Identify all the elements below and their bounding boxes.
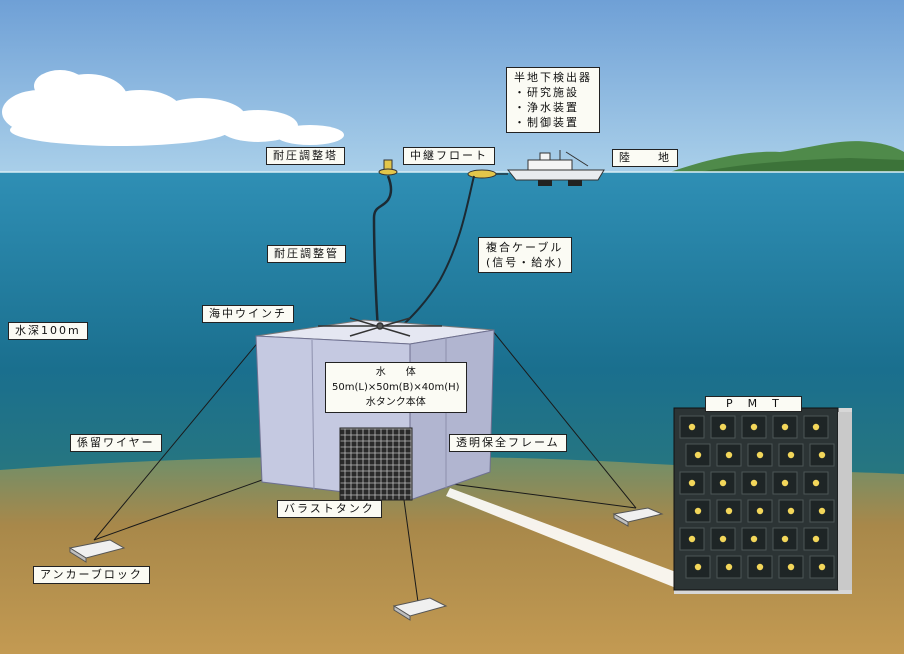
pmt-tube [725, 451, 733, 459]
pmt-tube [787, 507, 795, 515]
mooring-wire-label: 係留ワイヤー [70, 434, 162, 452]
ballast-tank-label: バラストタンク [277, 500, 382, 518]
pmt-tube [719, 423, 727, 431]
anchor-blocks [68, 507, 664, 621]
relay-float-label: 中継フロート [403, 147, 495, 165]
pmt-tube [750, 423, 758, 431]
pmt-tube [787, 451, 795, 459]
pmt-tube [694, 563, 702, 571]
control-pipe-label: 耐圧調整管 [267, 245, 346, 263]
pmt-tube [781, 479, 789, 487]
pmt-tube [787, 563, 795, 571]
shore-station-line-2: ・研究施設 [514, 86, 579, 99]
control-pipe [372, 175, 393, 331]
winch-label: 海中ウインチ [202, 305, 294, 323]
research-boat [506, 150, 605, 186]
mooring-wires [93, 329, 637, 603]
pmt-tube [750, 479, 758, 487]
pmt-tube [719, 535, 727, 543]
pmt-tube [688, 479, 696, 487]
winch [318, 317, 442, 337]
pmt-tube [812, 423, 820, 431]
pmt-tube [725, 563, 733, 571]
depth-label: 水深100m [8, 322, 88, 340]
pmt-tube [694, 507, 702, 515]
composite-cable-line-1: 複合ケーブル [486, 241, 564, 254]
pmt-tube [725, 507, 733, 515]
land-label: 陸 地 [612, 149, 678, 167]
pmt-tube [812, 479, 820, 487]
shore-station-line-4: ・制御装置 [514, 116, 579, 129]
control-tower-buoy [378, 159, 398, 176]
detector-spec-panel: 水 体 50m(L)×50m(B)×40m(H) 水タンク本体 [325, 362, 467, 413]
shore-station-line-3: ・浄水装置 [514, 101, 579, 114]
pmt-tube [694, 451, 702, 459]
pmt-label: P M T [705, 396, 802, 412]
pmt-tube [818, 451, 826, 459]
pmt-tube [688, 423, 696, 431]
pmt-tube [781, 423, 789, 431]
shore-station-line-1: 半地下検出器 [514, 71, 592, 84]
pmt-tube [812, 535, 820, 543]
clouds [2, 70, 344, 146]
pmt-array [679, 415, 835, 579]
pmt-tube [719, 479, 727, 487]
pmt-tube [756, 451, 764, 459]
detector-spec-line-2: 50m(L)×50m(B)×40m(H) [332, 382, 460, 393]
relay-float [467, 169, 497, 179]
pmt-tube [688, 535, 696, 543]
pmt-tube [781, 535, 789, 543]
detector-spec-line-1: 水 体 [375, 367, 416, 378]
composite-cable-line-2: (信号・給水) [486, 256, 564, 269]
pmt-pointer [446, 488, 676, 588]
composite-cable-label: 複合ケーブル (信号・給水) [478, 237, 572, 273]
shore-station-label: 半地下検出器 ・研究施設 ・浄水装置 ・制御装置 [506, 67, 600, 133]
pmt-tube [756, 507, 764, 515]
pmt-tube [750, 535, 758, 543]
pmt-tube [818, 563, 826, 571]
frame-label: 透明保全フレーム [449, 434, 567, 452]
detector-spec-line-3: 水タンク本体 [365, 397, 426, 408]
pmt-tube [756, 563, 764, 571]
pmt-tube [818, 507, 826, 515]
anchor-block-label: アンカーブロック [33, 566, 150, 584]
control-tower-label: 耐圧調整塔 [266, 147, 345, 165]
